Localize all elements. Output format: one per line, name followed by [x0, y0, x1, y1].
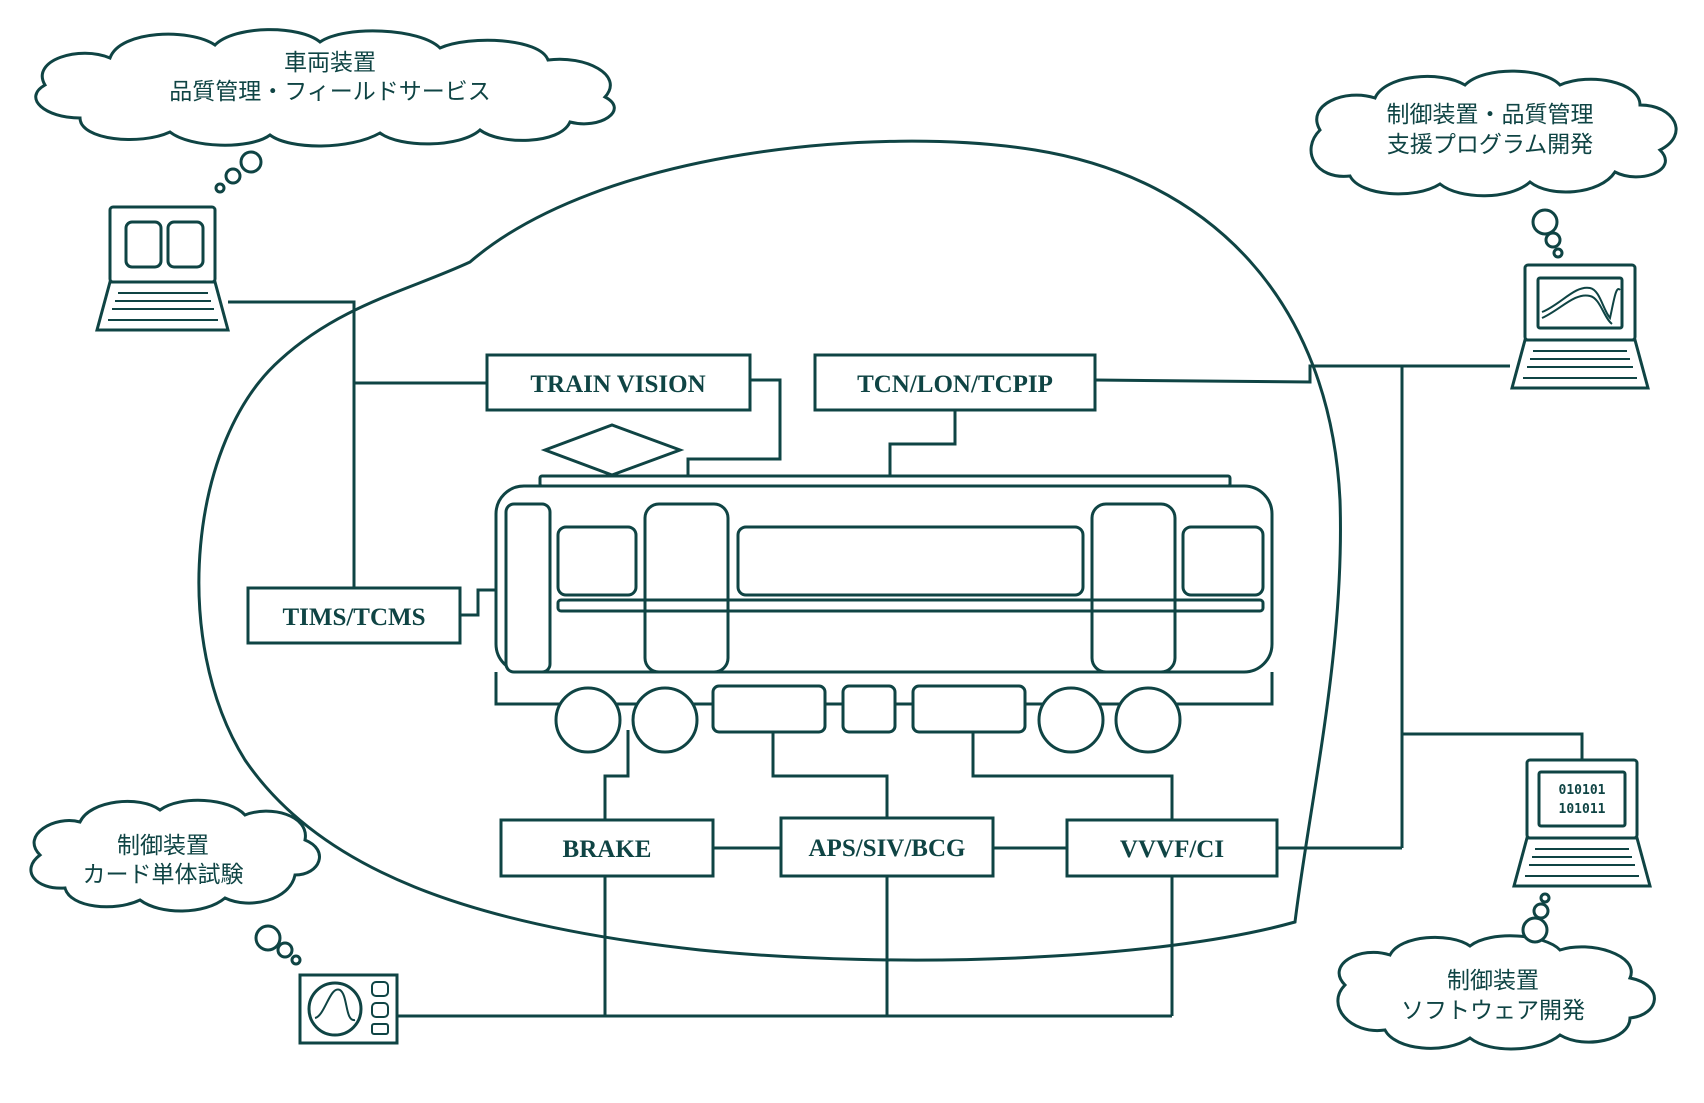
binary-line-2: 101011: [1559, 802, 1606, 817]
box-train-vision: TRAIN VISION: [485, 353, 752, 412]
tims-tcms-label: TIMS/TCMS: [282, 604, 425, 631]
cloud-icon: [1336, 934, 1656, 1051]
vvvf-ci-label: VVVF/CI: [1120, 836, 1224, 863]
cloud-top-left-line1: 車両装置: [284, 50, 376, 76]
box-tims-tcms: TIMS/TCMS: [246, 586, 462, 645]
cloud-bottom-right-line1: 制御装置: [1447, 968, 1539, 994]
connection-lines: [228, 300, 1584, 1018]
cloud-bottom-right: 制御装置 ソフトウェア開発: [1336, 892, 1656, 1051]
train-car-icon: [494, 423, 1274, 754]
laptop-icon: 010101 101011: [1512, 758, 1652, 888]
brake-label: BRAKE: [563, 836, 652, 863]
system-boundary: [197, 139, 1342, 962]
tcn-lon-tcpip-label: TCN/LON/TCPIP: [857, 371, 1053, 398]
cloud-top-right-line2: 支援プログラム開発: [1387, 132, 1593, 158]
box-tcn-lon-tcpip: TCN/LON/TCPIP: [813, 353, 1097, 412]
box-vvvf-ci: VVVF/CI: [1065, 818, 1279, 878]
cloud-icon: [1309, 69, 1678, 198]
cloud-top-left: 車両装置 品質管理・フィールドサービス: [34, 28, 616, 194]
cloud-top-right-line1: 制御装置・品質管理: [1387, 102, 1594, 128]
cloud-top-left-line2: 品質管理・フィールドサービス: [169, 79, 491, 105]
cloud-bottom-left-line2: カード単体試験: [83, 862, 244, 888]
cloud-icon: [29, 798, 321, 913]
binary-line-1: 010101: [1559, 783, 1606, 798]
box-aps-siv-bcg: APS/SIV/BCG: [779, 816, 995, 878]
pantograph-icon: [540, 423, 685, 477]
cloud-top-right: 制御装置・品質管理 支援プログラム開発: [1309, 69, 1678, 259]
oscilloscope-icon: [298, 973, 399, 1045]
laptop-icon: [95, 205, 230, 332]
cloud-bottom-left: 制御装置 カード単体試験: [29, 798, 321, 966]
aps-siv-bcg-label: APS/SIV/BCG: [809, 835, 966, 862]
laptop-icon: [1510, 263, 1650, 390]
cloud-icon: [34, 28, 616, 148]
train-vision-label: TRAIN VISION: [530, 371, 705, 398]
cloud-bottom-left-line1: 制御装置: [117, 833, 209, 859]
box-brake: BRAKE: [499, 818, 715, 878]
cloud-bottom-right-line2: ソフトウェア開発: [1401, 998, 1585, 1024]
